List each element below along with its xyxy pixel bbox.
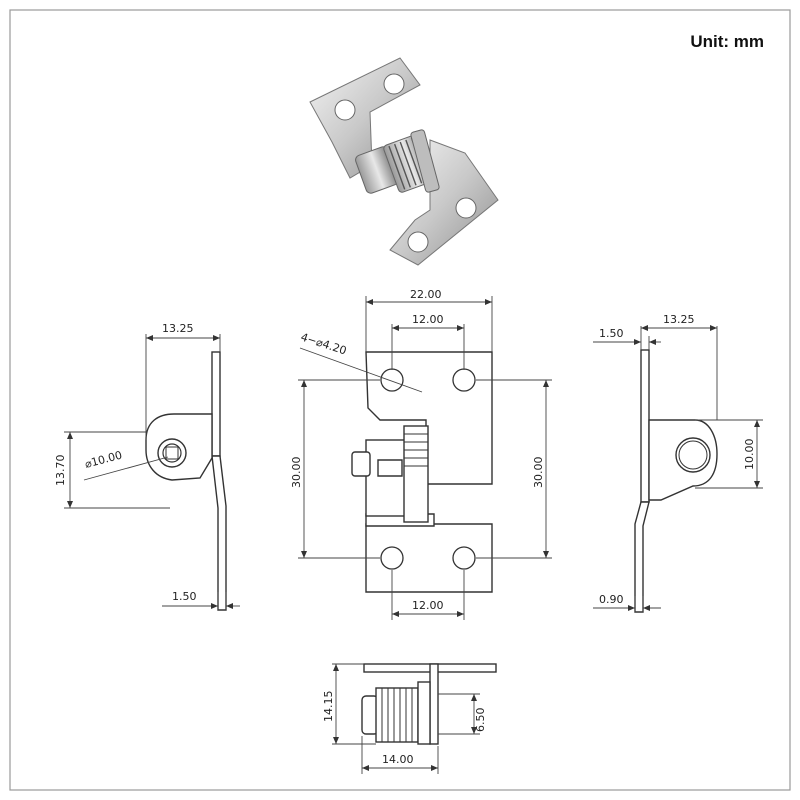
bottom-inner-label: 6.50 — [474, 708, 487, 733]
bottom-spring — [375, 687, 419, 743]
left-side-view: 13.25 13.70 ⌀10.00 1.50 — [54, 322, 240, 611]
right-offset-label: 1.50 — [599, 327, 624, 340]
right-bottom-plate — [634, 501, 650, 613]
hole-top-right — [452, 368, 476, 392]
hole-bottom-right — [452, 546, 476, 570]
front-screw-head — [351, 451, 371, 477]
front-lower-plate — [365, 523, 493, 593]
bottom-view: 14.15 6.50 14.00 — [322, 663, 497, 774]
front-knuckle — [365, 439, 407, 517]
right-thickness-label: 0.90 — [599, 593, 624, 606]
left-height-label: 13.70 — [54, 455, 67, 487]
front-right-height-label: 30.00 — [532, 457, 545, 489]
bottom-width-label: 14.00 — [382, 753, 414, 766]
hole-top-left — [380, 368, 404, 392]
right-side-view: 13.25 1.50 10.00 0.90 — [593, 313, 763, 613]
front-spring — [403, 425, 429, 523]
right-diameter-label: 10.00 — [743, 439, 756, 471]
hole-bottom-left — [380, 546, 404, 570]
left-width-label: 13.25 — [162, 322, 194, 335]
bottom-upright — [429, 663, 439, 745]
front-view: 22.00 12.00 4−⌀4.20 30.00 30.00 12.00 — [290, 288, 552, 620]
front-bottom-spacing-label: 12.00 — [412, 599, 444, 612]
front-holes-label: 4−⌀4.20 — [299, 330, 348, 357]
front-top-spacing-label: 12.00 — [412, 313, 444, 326]
hinge-photo — [309, 57, 499, 266]
right-top-plate — [640, 349, 650, 503]
front-total-width-label: 22.00 — [410, 288, 442, 301]
bottom-height-label: 14.15 — [322, 691, 335, 723]
left-top-plate — [211, 351, 221, 457]
unit-label: Unit: mm — [690, 32, 764, 51]
bottom-knuckle — [417, 681, 431, 745]
left-diameter-label: ⌀10.00 — [83, 448, 123, 470]
right-width-label: 13.25 — [663, 313, 695, 326]
left-bottom-plate — [211, 455, 227, 611]
front-left-height-label: 30.00 — [290, 457, 303, 489]
left-thickness-label: 1.50 — [172, 590, 197, 603]
